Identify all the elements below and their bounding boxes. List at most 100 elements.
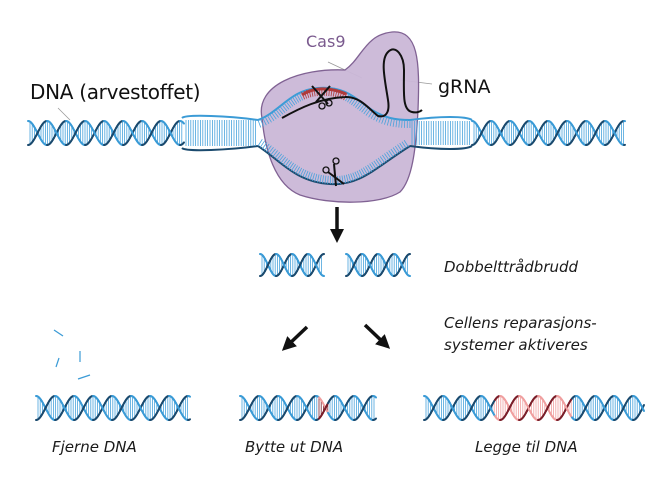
base-pair-rung bbox=[375, 159, 381, 167]
dna-helix-replace bbox=[239, 395, 377, 421]
base-pair-rung bbox=[327, 175, 329, 184]
dna-helix-right bbox=[471, 120, 626, 146]
base-pair-rung bbox=[354, 171, 359, 180]
dna-strand-segment bbox=[374, 395, 377, 399]
base-pair-rung bbox=[285, 101, 292, 109]
base-pair-rung bbox=[314, 173, 318, 182]
base-pair-rung bbox=[379, 156, 386, 164]
dna-helix-left bbox=[27, 120, 185, 146]
dna-leader-line bbox=[57, 107, 71, 121]
base-pair-rung bbox=[270, 148, 276, 156]
base-pair-rung bbox=[358, 169, 364, 178]
target-sequence bbox=[301, 87, 347, 97]
dna-strand-segment bbox=[182, 141, 185, 145]
base-pair-rung bbox=[397, 144, 403, 152]
base-pair-rung bbox=[381, 116, 385, 124]
outcome-add-label: Legge til DNA bbox=[475, 438, 578, 456]
base-pair-rung bbox=[362, 167, 368, 175]
base-pair-rung bbox=[394, 145, 401, 153]
base-pair-rung bbox=[392, 118, 395, 127]
dna-bubble bbox=[257, 86, 411, 186]
cas9-label: Cas9 bbox=[306, 32, 346, 51]
dna-fragment-right bbox=[345, 253, 411, 277]
base-pair-rung bbox=[284, 159, 290, 167]
base-pair-rung bbox=[373, 160, 379, 168]
base-pair-rung bbox=[289, 98, 296, 106]
arrow-down-right bbox=[363, 323, 391, 349]
base-pair-rung bbox=[348, 174, 352, 182]
base-pair-rung bbox=[290, 164, 296, 172]
base-pair-rung bbox=[304, 170, 309, 179]
base-pair-rung bbox=[292, 96, 298, 104]
base-pair-rung bbox=[355, 100, 361, 108]
base-pair-rung bbox=[283, 102, 290, 110]
base-pair-rung bbox=[262, 117, 267, 126]
base-pair-rung bbox=[395, 119, 398, 128]
base-pair-rung bbox=[399, 142, 405, 151]
base-pair-rung bbox=[293, 165, 299, 173]
base-pair-rung bbox=[279, 106, 286, 113]
base-pair-rung bbox=[363, 107, 369, 115]
arrow-down-left bbox=[281, 325, 309, 351]
base-pair-rung bbox=[273, 110, 279, 118]
base-pair-rung bbox=[309, 172, 313, 181]
base-pair-rung bbox=[403, 140, 409, 148]
base-pair-rung bbox=[282, 158, 288, 166]
base-pair-rung bbox=[319, 174, 322, 183]
base-pair-rung bbox=[360, 168, 366, 176]
guide-rna bbox=[281, 48, 423, 119]
base-pair-rung bbox=[367, 164, 373, 172]
base-pair-rung bbox=[295, 166, 301, 174]
base-pair-rung bbox=[280, 156, 287, 164]
base-pair-rung bbox=[384, 116, 388, 125]
base-pair-rung bbox=[281, 104, 288, 112]
base-pair-rung bbox=[377, 157, 383, 165]
base-pair-rung bbox=[324, 175, 327, 184]
base-pair-rung bbox=[345, 174, 349, 183]
base-pair-rung bbox=[257, 119, 262, 128]
dna-strand-segment bbox=[642, 404, 645, 409]
repair-label-line1: Cellens reparasjons- bbox=[444, 314, 597, 332]
base-pair-rung bbox=[353, 99, 359, 107]
base-pair-rung bbox=[268, 147, 274, 154]
dna-helix-remove bbox=[35, 395, 191, 421]
base-pair-rung bbox=[390, 148, 396, 156]
double-strand-break-label: Dobbelttrådbrudd bbox=[444, 258, 579, 276]
dna-strand-segment bbox=[642, 407, 645, 412]
removed-dna-fragments bbox=[53, 329, 91, 380]
unwound-dna-right bbox=[409, 116, 473, 150]
base-pair-rung bbox=[371, 162, 377, 170]
base-pair-rung bbox=[257, 139, 263, 147]
grna-label: gRNA bbox=[438, 76, 491, 98]
outcome-remove-label: Fjerne DNA bbox=[52, 438, 137, 456]
base-pair-rung bbox=[307, 171, 311, 180]
base-pair-rung bbox=[259, 140, 265, 148]
base-pair-rung bbox=[261, 142, 268, 150]
base-pair-rung bbox=[316, 174, 320, 183]
base-pair-rung bbox=[264, 143, 270, 151]
base-pair-rung bbox=[384, 153, 390, 161]
base-pair-rung bbox=[311, 173, 315, 182]
dna-fragment-left bbox=[259, 253, 325, 277]
dna-strand-segment bbox=[182, 121, 185, 125]
base-pair-rung bbox=[266, 145, 272, 153]
base-pair-rung bbox=[272, 150, 278, 158]
scissors-icon-bottom bbox=[322, 157, 345, 187]
base-pair-rung bbox=[286, 161, 292, 169]
base-pair-rung bbox=[294, 95, 300, 103]
base-pair-rung bbox=[287, 99, 294, 107]
base-pair-rung bbox=[322, 175, 325, 184]
repair-label-line2: systemer aktiveres bbox=[444, 336, 588, 354]
base-pair-rung bbox=[298, 92, 304, 101]
base-pair-rung bbox=[278, 155, 285, 162]
base-pair-rung bbox=[401, 141, 407, 149]
base-pair-rung bbox=[389, 118, 393, 127]
base-pair-rung bbox=[343, 175, 347, 184]
base-pair-rung bbox=[356, 170, 361, 179]
base-pair-rung bbox=[352, 172, 357, 181]
base-pair-rung bbox=[388, 150, 394, 158]
base-pair-rung bbox=[274, 151, 281, 159]
base-pair-rung bbox=[269, 113, 275, 121]
dna-label: DNA (arvestoffet) bbox=[30, 80, 201, 104]
